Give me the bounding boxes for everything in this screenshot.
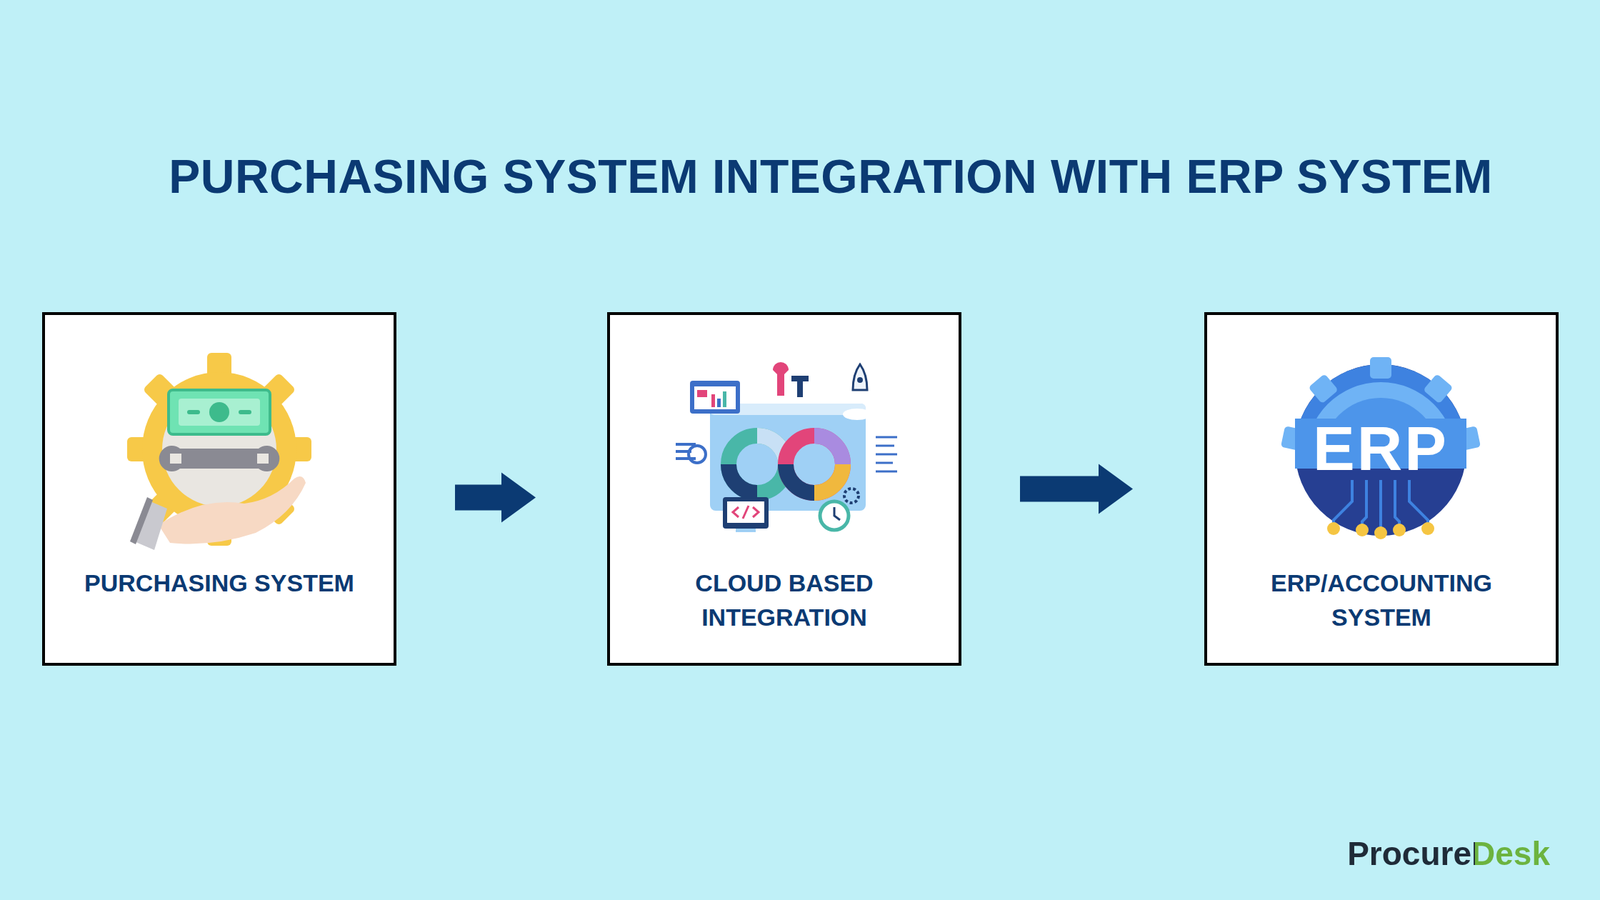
integration-icon [675, 362, 898, 533]
erp-badge-text: ERP [1312, 412, 1449, 485]
flow-arrow [455, 472, 536, 523]
box-label: ERP/ACCOUNTING SYSTEM [1245, 565, 1518, 635]
erp-icon [1280, 357, 1481, 540]
process-box: ERP/ACCOUNTING SYSTEM [1204, 312, 1559, 666]
box-label: PURCHASING SYSTEM [55, 565, 384, 600]
brand-logo: ProcureDesk [1347, 834, 1550, 873]
process-box: CLOUD BASED INTEGRATION [607, 312, 962, 666]
flow-arrow [1020, 464, 1133, 515]
purchasing-icon [127, 352, 312, 550]
box-label: CLOUD BASED INTEGRATION [662, 565, 906, 635]
process-box: PURCHASING SYSTEM [42, 312, 397, 666]
diagram-title: PURCHASING SYSTEM INTEGRATION WITH ERP S… [168, 149, 1493, 204]
